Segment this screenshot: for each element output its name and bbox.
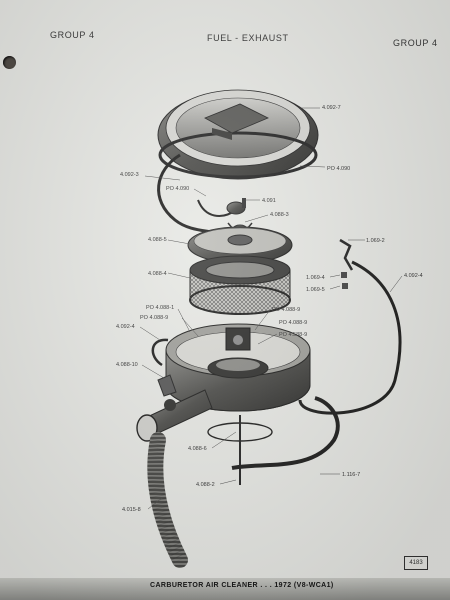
callout-c15: PO 4.088-9 (272, 307, 300, 313)
callout-c19: 4.088-10 (116, 362, 138, 368)
page-bottom-shadow (0, 578, 450, 600)
callout-c8: 1.069-2 (366, 238, 385, 244)
callout-c18: PO 4.588-9 (279, 332, 307, 338)
callout-c23: 4.015-8 (122, 507, 141, 513)
page-caption: CARBURETOR AIR CLEANER . . . 1972 (V8-WC… (150, 582, 334, 589)
callout-c21: 1.116-7 (342, 472, 360, 478)
callout-c7: 4.088-5 (148, 237, 167, 243)
callout-c4: PO 4.090 (166, 186, 189, 192)
callout-c5: 4.091 (262, 198, 276, 204)
group-label-left: GROUP 4 (50, 30, 95, 40)
temp-sensor-valve (197, 198, 246, 217)
snorkel-cover (157, 89, 319, 180)
callout-c22: 4.088-2 (196, 482, 215, 488)
callout-c1: 4.092-7 (322, 105, 341, 111)
snorkel-duct (136, 374, 213, 442)
callout-c17: 4.092-4 (116, 324, 135, 330)
callout-c13: PO 4.088-1 (146, 305, 174, 311)
callout-c16: PO 4.088-9 (279, 320, 307, 326)
callout-c14: PO 4.088-9 (140, 315, 168, 321)
callout-c9: 4.088-4 (148, 271, 167, 277)
crankcase-hose (231, 396, 340, 470)
group-label-right: GROUP 4 (393, 38, 438, 48)
vacuum-hose-left (151, 338, 169, 367)
callout-c11: 1.069-5 (306, 287, 325, 293)
callout-c20: 4.088-6 (188, 446, 207, 452)
section-title: FUEL - EXHAUST (207, 33, 289, 43)
vacuum-hose-right (298, 260, 402, 415)
flex-duct-hose (147, 432, 188, 568)
callout-c6: 4.088-3 (270, 212, 289, 218)
callout-c10: 1.069-4 (306, 275, 325, 281)
vacuum-fitting (339, 238, 354, 289)
air-cleaner-lid (187, 226, 293, 264)
page-number-plate: 4183 (404, 556, 428, 570)
callout-c12: 4.092-4 (404, 273, 423, 279)
callout-c3: 4.092-3 (120, 172, 139, 178)
callout-c2: PO 4.090 (327, 166, 350, 172)
filter-element (189, 255, 291, 315)
binder-hole (3, 56, 16, 69)
mounting-stud-and-gasket (207, 415, 273, 485)
